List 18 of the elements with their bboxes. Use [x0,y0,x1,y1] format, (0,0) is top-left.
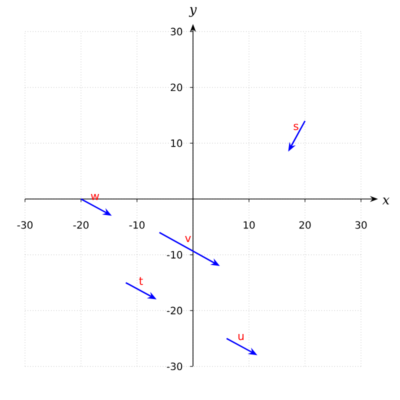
tick-label: 30 [170,28,182,36]
vector-label: s [294,124,298,130]
tick-label: 20 [299,221,311,229]
tick-label: -20 [73,221,88,229]
tick-label: -10 [129,221,145,229]
vector-label: t [139,277,143,285]
vector-label: v [185,236,191,242]
tick-label: 10 [171,139,182,147]
tick-label: -20 [166,306,182,314]
tick-label: -10 [166,251,182,259]
tick-label: 10 [244,221,255,229]
tick-label: 30 [355,221,367,229]
tick-label: -30 [17,221,32,229]
axis-label: y [188,7,197,17]
axis-label: x [382,198,390,204]
tick-label: 20 [170,84,182,92]
vector-label: u [238,334,244,340]
tick-label: -30 [166,362,182,370]
